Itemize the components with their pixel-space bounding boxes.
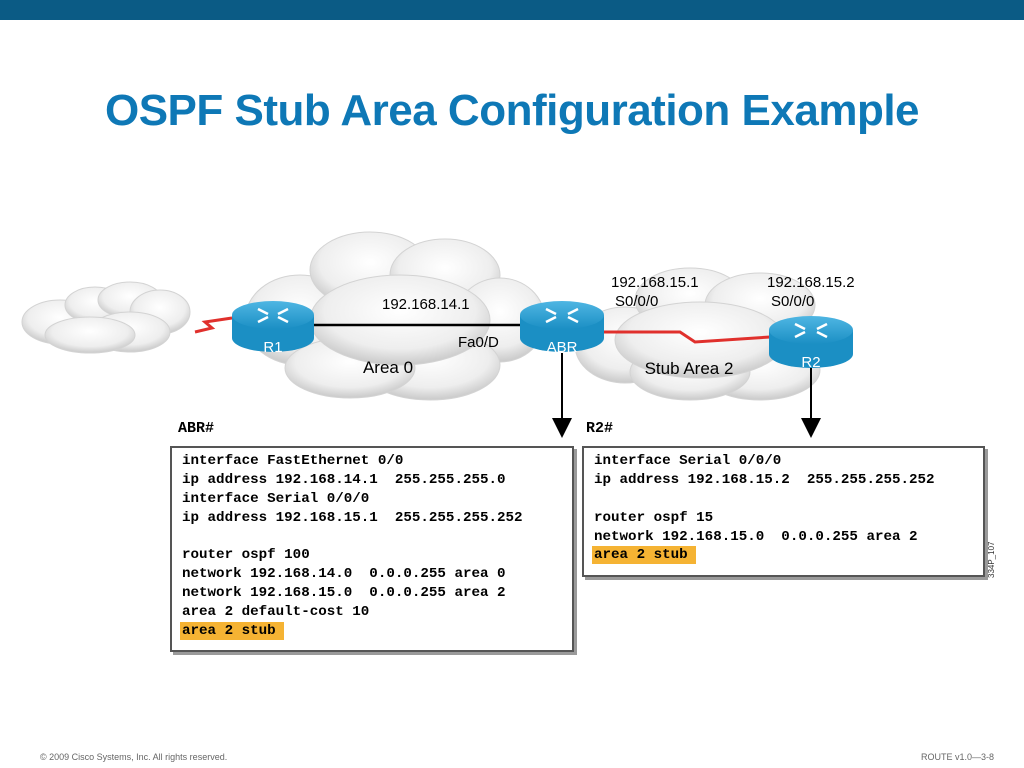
- r2-config-lines: interface Serial 0/0/0 ip address 192.168…: [592, 452, 935, 565]
- abr-serial-ip-label: 192.168.15.1: [611, 274, 699, 291]
- r2-config-line: [594, 490, 935, 509]
- abr-config-line: interface Serial 0/0/0: [182, 490, 370, 507]
- abr-highlighted-line: area 2 stub: [180, 622, 523, 641]
- abr-config-line: ip address 192.168.15.1 255.255.255.252: [182, 509, 523, 526]
- footer-course: ROUTE v1.0—3-8: [920, 752, 994, 762]
- top-banner: [0, 0, 1024, 20]
- abr-highlight-text: area 2 stub: [180, 622, 284, 641]
- r2-config-line: router ospf 15: [594, 509, 714, 526]
- abr-config-line: interface FastEthernet 0/0: [182, 453, 404, 469]
- footer-copyright: © 2009 Cisco Systems, Inc. All rights re…: [40, 752, 228, 762]
- stub-area-label: Stub Area 2: [645, 359, 734, 378]
- abr-config-line: network 192.168.14.0 0.0.0.255 area 0: [182, 566, 506, 583]
- r2-config-box: interface Serial 0/0/0 ip address 192.168…: [582, 446, 985, 577]
- abr-config-line: network 192.168.15.0 0.0.0.255 area 2: [182, 585, 506, 602]
- serial-link-abr-r2: [600, 330, 771, 344]
- r2-config-line: network 192.168.15.0 0.0.0.255 area 2: [594, 528, 918, 545]
- figure-code: 334P_107: [987, 541, 996, 578]
- router-r1-label: R1: [263, 339, 282, 356]
- router-arrows-icon: [257, 307, 289, 324]
- router-arrows-icon: [794, 322, 828, 339]
- network-diagram: R1 ABR R2 192.168.14.1 Fa0/D Area 0 192.…: [21, 231, 855, 438]
- router-r2: [769, 316, 853, 368]
- abr-config-line: ip address 192.168.14.1 255.255.255.0: [182, 471, 506, 488]
- abr-config-line: router ospf 100: [182, 547, 310, 564]
- r2-serial-if-label: S0/0/0: [771, 293, 814, 310]
- wan-link-left: [194, 316, 233, 334]
- abr-config-line: area 2 default-cost 10: [182, 604, 370, 621]
- router-abr-label: ABR: [547, 339, 578, 356]
- r1-abr-ip-label: 192.168.14.1: [382, 296, 470, 313]
- abr-serial-if-label: S0/0/0: [615, 293, 658, 310]
- page-title: OSPF Stub Area Configuration Example: [104, 86, 920, 135]
- r2-highlighted-line: area 2 stub: [592, 546, 935, 565]
- router-r1: [232, 301, 314, 352]
- r2-serial-ip-label: 192.168.15.2: [767, 274, 855, 291]
- abr-config-box: interface FastEthernet 0/0 ip address 192…: [170, 446, 574, 652]
- abr-prompt: ABR#: [178, 420, 215, 437]
- abr-config-line: [182, 528, 523, 547]
- abr-fa-label: Fa0/D: [458, 334, 499, 351]
- area-0-label: Area 0: [363, 358, 413, 377]
- r2-prompt: R2#: [586, 420, 614, 437]
- router-r2-label: R2: [801, 354, 820, 371]
- abr-config-lines: interface FastEthernet 0/0 ip address 192…: [180, 452, 523, 641]
- router-abr: [520, 301, 604, 352]
- r2-config-line: ip address 192.168.15.2 255.255.255.252: [594, 471, 935, 488]
- router-arrows-icon: [545, 307, 579, 324]
- r2-config-line: interface Serial 0/0/0: [594, 453, 782, 469]
- r2-highlight-text: area 2 stub: [592, 546, 696, 565]
- left-cloud: [21, 281, 191, 354]
